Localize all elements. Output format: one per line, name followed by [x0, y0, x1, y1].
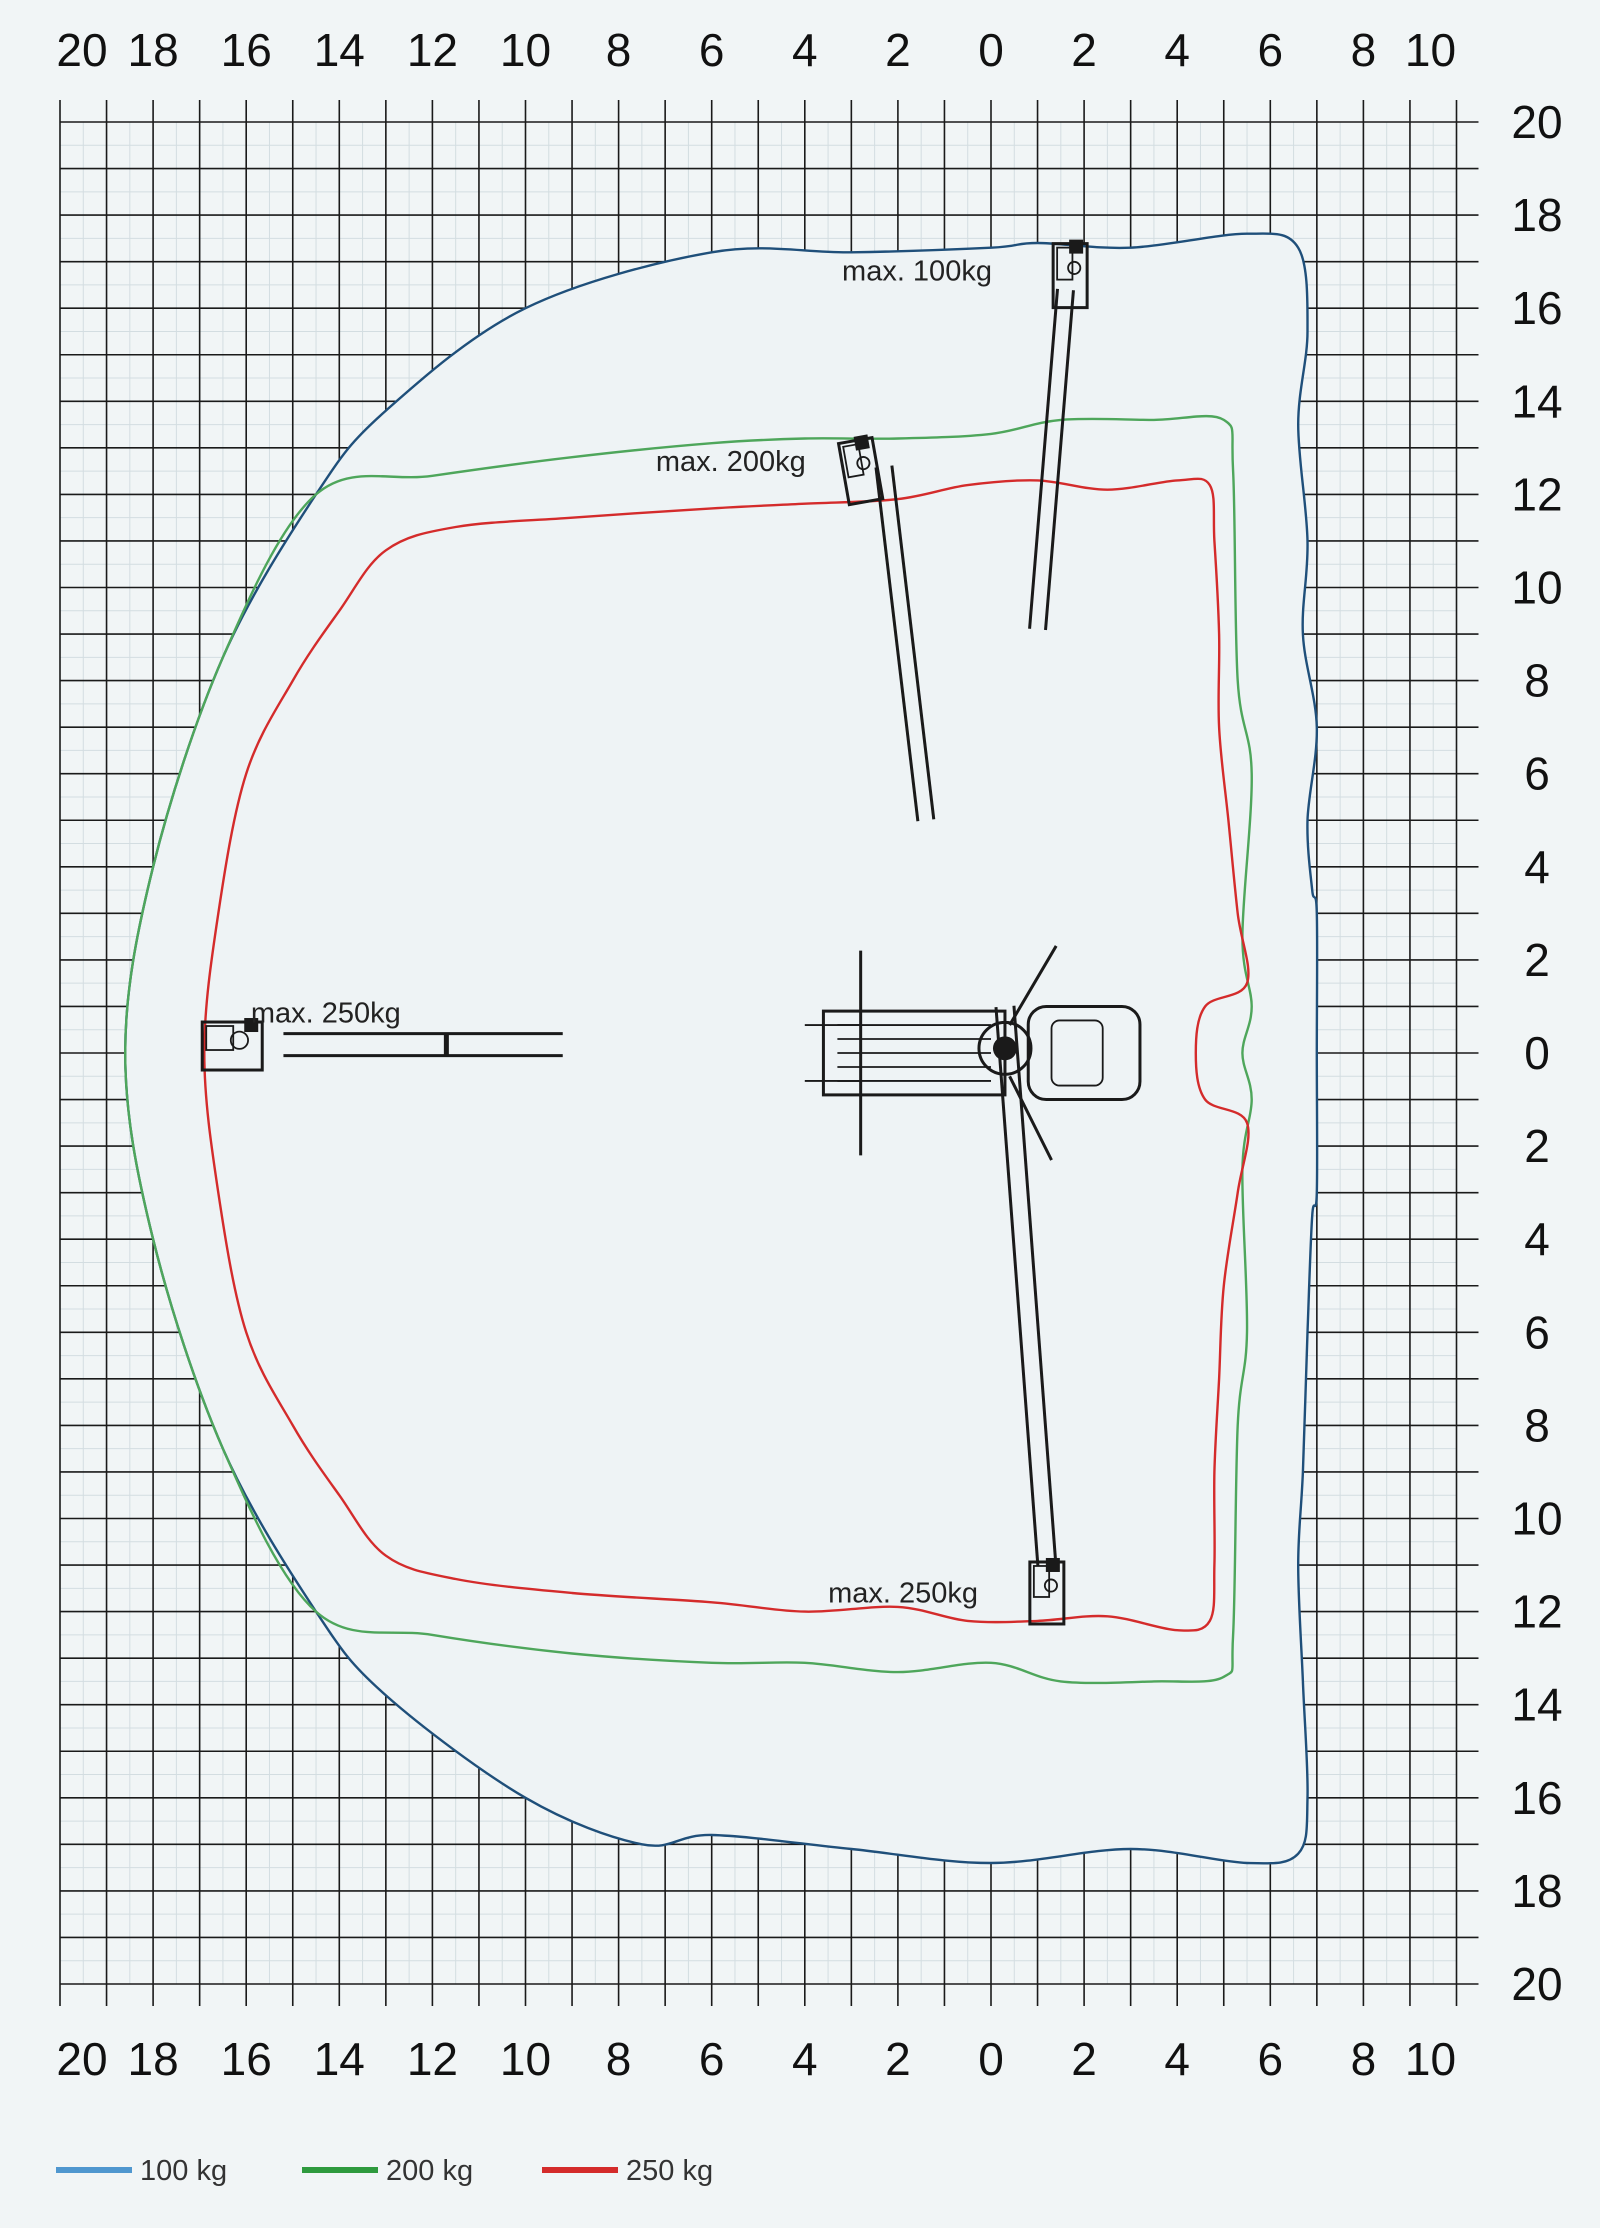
curve-200kg [124, 414, 1253, 1685]
y-tick-label: 4 [1524, 1213, 1550, 1265]
x-tick-label-top: 2 [885, 24, 911, 76]
y-tick-label: 18 [1511, 1865, 1562, 1917]
machine-drawings [200, 239, 1142, 1626]
y-tick-label: 14 [1511, 1679, 1562, 1731]
y-tick-label: 20 [1511, 96, 1562, 148]
x-tick-label-bottom: 8 [606, 2033, 632, 2085]
x-tick-label-bottom: 2 [1071, 2033, 1097, 2085]
x-tick-label-top: 10 [500, 24, 551, 76]
legend-label: 100 kg [140, 2155, 227, 2187]
curve-250kg [203, 477, 1250, 1632]
y-tick-label: 10 [1511, 562, 1562, 614]
x-tick-label-bottom: 6 [699, 2033, 725, 2085]
platform-basket [1028, 1557, 1066, 1626]
y-tick-label: 18 [1511, 189, 1562, 241]
x-tick-label-top: 0 [978, 24, 1004, 76]
x-tick-label-top: 8 [606, 24, 632, 76]
annotation-label: max. 250kg [828, 1577, 978, 1609]
vehicle-top-view [804, 945, 1142, 1161]
x-tick-label-top: 2 [1071, 24, 1097, 76]
x-tick-label-top: 18 [128, 24, 179, 76]
legend-label: 200 kg [386, 2155, 473, 2187]
annotation-label: max. 100kg [842, 255, 992, 287]
load-curves [124, 232, 1319, 1865]
x-tick-label-bottom: 2 [885, 2033, 911, 2085]
y-tick-label: 0 [1524, 1027, 1550, 1079]
x-tick-label-top: 12 [407, 24, 458, 76]
x-tick-label-bottom: 12 [407, 2033, 458, 2085]
y-tick-label: 16 [1511, 282, 1562, 334]
x-tick-label-bottom: 6 [1258, 2033, 1284, 2085]
legend: 100 kg 200 kg 250 kg [56, 2155, 713, 2187]
x-tick-label-top: 20 [56, 24, 107, 76]
y-tick-label: 12 [1511, 1586, 1562, 1638]
boom [1028, 288, 1075, 631]
x-tick-label-top: 6 [1258, 24, 1284, 76]
y-tick-label: 8 [1524, 1399, 1550, 1451]
platform-basket [1051, 239, 1089, 310]
y-tick-label: 14 [1511, 375, 1562, 427]
annotation-label: max. 250kg [251, 998, 401, 1030]
y-tick-label: 8 [1524, 655, 1550, 707]
x-tick-label-top: 4 [792, 24, 818, 76]
y-tick-label: 2 [1524, 934, 1550, 986]
x-tick-label-top: 8 [1351, 24, 1377, 76]
x-tick-label-bottom: 0 [978, 2033, 1004, 2085]
curve-100kg [124, 232, 1319, 1865]
x-tick-label-top: 16 [221, 24, 272, 76]
y-tick-label: 6 [1524, 748, 1550, 800]
x-tick-label-top: 14 [314, 24, 365, 76]
x-tick-label-bottom: 4 [1164, 2033, 1190, 2085]
y-tick-label: 10 [1511, 1493, 1562, 1545]
x-tick-label-top: 6 [699, 24, 725, 76]
y-tick-label: 16 [1511, 1772, 1562, 1824]
platform-basket [200, 1018, 264, 1072]
legend-label: 250 kg [626, 2155, 713, 2187]
x-tick-label-top: 4 [1164, 24, 1190, 76]
y-tick-label: 20 [1511, 1958, 1562, 2010]
x-tick-label-bottom: 10 [1405, 2033, 1456, 2085]
x-tick-label-bottom: 10 [500, 2033, 551, 2085]
y-tick-label: 6 [1524, 1306, 1550, 1358]
platform-basket [836, 434, 885, 507]
annotations: max. 100kg max. 200kg max. 250kg max. 250kg [251, 255, 992, 1609]
x-tick-label-bottom: 16 [221, 2033, 272, 2085]
boom [874, 465, 936, 822]
x-tick-label-top: 10 [1405, 24, 1456, 76]
x-tick-label-bottom: 8 [1351, 2033, 1377, 2085]
x-tick-label-bottom: 20 [56, 2033, 107, 2085]
y-tick-label: 4 [1524, 841, 1550, 893]
boom [283, 1032, 563, 1058]
x-tick-label-bottom: 4 [792, 2033, 818, 2085]
x-tick-label-bottom: 14 [314, 2033, 365, 2085]
y-tick-label: 2 [1524, 1120, 1550, 1172]
annotation-label: max. 200kg [656, 446, 806, 478]
y-tick-label: 12 [1511, 468, 1562, 520]
x-tick-label-bottom: 18 [128, 2033, 179, 2085]
envelope-fill [125, 233, 1318, 1864]
